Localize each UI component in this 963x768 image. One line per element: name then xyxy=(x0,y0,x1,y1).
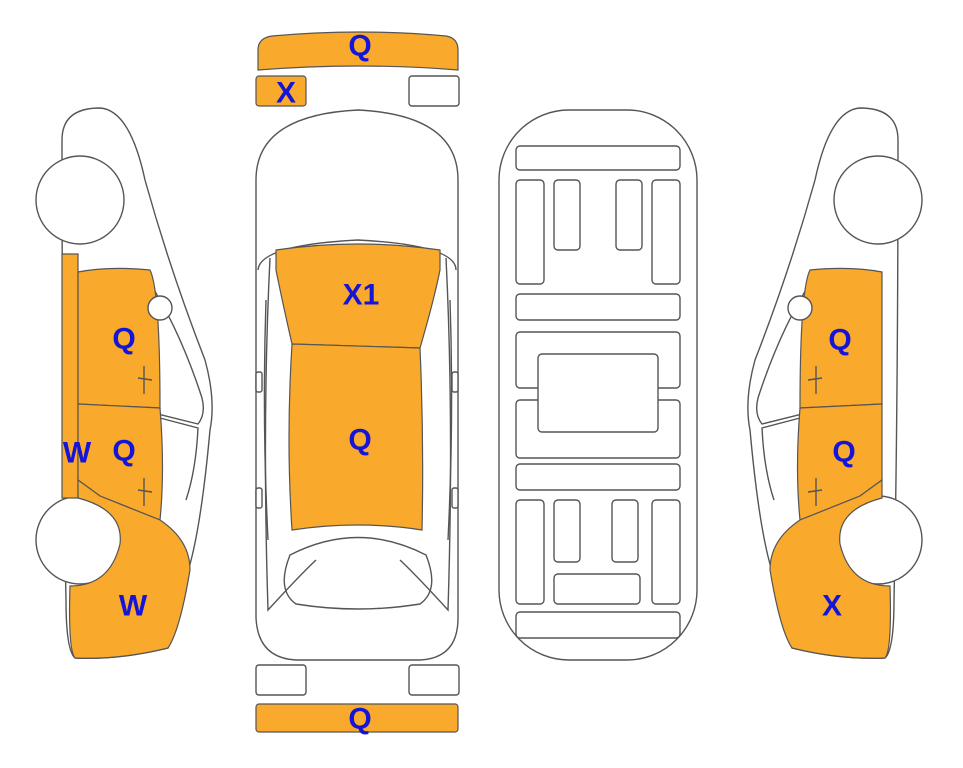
right-rear-door-handle xyxy=(807,478,823,506)
top-view-rear-window xyxy=(283,536,433,610)
front-left-fog-lamp-panel[interactable] xyxy=(255,75,307,107)
top-view-left-rear-handle xyxy=(255,487,263,509)
rear-left-lamp-panel[interactable] xyxy=(255,664,307,696)
right-front-door-panel[interactable] xyxy=(799,267,883,409)
front-left-fog-lamp-code: X xyxy=(276,77,296,110)
front-bumper-code: Q xyxy=(348,30,371,63)
left-rocker-code: W xyxy=(63,437,92,470)
roof-panel[interactable] xyxy=(288,343,424,531)
front-bumper-panel[interactable] xyxy=(257,31,459,71)
windshield-code: X1 xyxy=(343,279,380,312)
front-right-fog-lamp-panel[interactable] xyxy=(408,75,460,107)
left-rear-door-handle xyxy=(137,478,153,506)
damage-code-labels: Q X X1 Q Q Q Q W W Q Q X xyxy=(63,30,856,736)
left-front-door-handle xyxy=(137,366,153,394)
right-rear-door-code: Q xyxy=(832,436,855,469)
right-front-wheel xyxy=(833,155,923,245)
top-view-left-pillar xyxy=(264,257,317,612)
windshield-panel[interactable] xyxy=(275,243,441,349)
top-view-right-mirror xyxy=(451,371,459,393)
top-view-hood-line xyxy=(257,239,457,271)
left-front-door-code: Q xyxy=(112,323,135,356)
rear-parts-group xyxy=(255,664,460,733)
right-front-door-code: Q xyxy=(828,324,851,357)
right-rear-quarter-code: X xyxy=(822,590,842,623)
left-side-view xyxy=(35,107,213,659)
rear-bumper-code: Q xyxy=(348,703,371,736)
top-view-exterior xyxy=(255,109,459,661)
roof-code: Q xyxy=(348,424,371,457)
left-front-door-panel[interactable] xyxy=(77,267,161,409)
right-side-view xyxy=(747,107,923,659)
right-front-door-handle xyxy=(807,366,823,394)
left-front-wheel xyxy=(35,155,125,245)
underbody-view xyxy=(498,109,698,661)
rear-right-lamp-panel[interactable] xyxy=(408,664,460,696)
front-parts-group xyxy=(255,31,460,107)
top-view-right-side-window xyxy=(447,299,453,541)
right-rear-quarter-panel[interactable] xyxy=(769,478,892,659)
top-view-left-side-window xyxy=(263,299,269,541)
left-side-rear-window-line xyxy=(159,417,199,501)
left-rear-door-code: Q xyxy=(112,435,135,468)
top-view-left-mirror xyxy=(255,371,263,393)
right-side-rear-window-line xyxy=(761,417,801,501)
left-rear-quarter-panel[interactable] xyxy=(68,478,191,659)
right-mirror xyxy=(787,295,813,321)
left-mirror xyxy=(147,295,173,321)
rear-bumper-panel[interactable] xyxy=(255,703,459,733)
top-view-right-rear-handle xyxy=(451,487,459,509)
left-rear-quarter-code: W xyxy=(119,590,148,623)
top-view-right-pillar xyxy=(399,257,452,612)
